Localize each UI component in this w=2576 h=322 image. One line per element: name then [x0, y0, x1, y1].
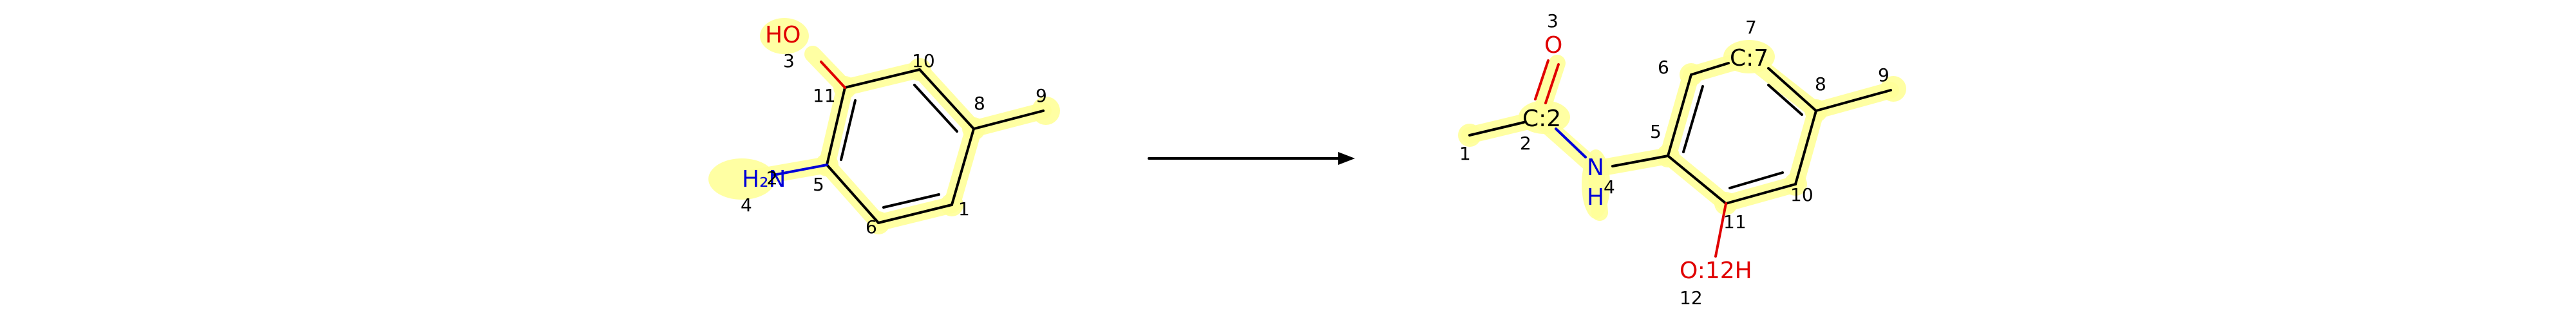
- product-atom-number-8: 8: [1815, 73, 1826, 95]
- reactant-atom-number-4: 4: [741, 194, 752, 216]
- reactant-atom-number-8: 8: [974, 93, 985, 114]
- product-atom-number-9: 9: [1878, 64, 1889, 86]
- reactant-hydroxyl-label: HO: [765, 22, 800, 48]
- product-atom-number-5: 5: [1650, 121, 1662, 142]
- product-carbonyl-oxygen-label: O: [1544, 32, 1562, 59]
- product-ring-carbon-7-label: C:7: [1730, 45, 1768, 71]
- product-bonds: [1468, 59, 1892, 258]
- product-amide-hydrogen-label: H: [1587, 184, 1604, 211]
- reactant-atom-number-2: 2: [766, 167, 778, 189]
- product-amide-nitrogen-label: N: [1587, 155, 1604, 181]
- product-atom-number-2: 2: [1520, 133, 1531, 154]
- product-atom-number-4: 4: [1604, 176, 1615, 198]
- reactant-atom-number-11: 11: [813, 85, 836, 106]
- product-atom-number-6: 6: [1658, 57, 1669, 78]
- reactant-amine-label: H₂N: [742, 166, 786, 193]
- reactant-atom-number-10: 10: [912, 50, 935, 71]
- product-atom-number-1: 1: [1459, 143, 1471, 164]
- product-atom-number-3: 3: [1547, 10, 1558, 32]
- product-molecule: O C:2 C:7 N H O:12H 3 7 6 8 9 5 2 1 4 11…: [1458, 10, 1906, 308]
- reactant-atom-number-5: 5: [813, 174, 824, 195]
- product-carbonyl-carbon-label: C:2: [1522, 106, 1561, 132]
- reactant-highlight: [708, 18, 1060, 234]
- reactant-atom-number-6: 6: [866, 216, 877, 238]
- reactant-atom-number-1: 1: [958, 198, 970, 220]
- product-atom-number-12: 12: [1680, 287, 1703, 308]
- reactant-molecule: HO H₂N 3 10 11 8 9 2 4 5 6 1: [708, 18, 1060, 238]
- reactant-bonds: [772, 61, 1045, 224]
- product-atom-number-11: 11: [1723, 211, 1747, 232]
- product-atom-number-10: 10: [1790, 184, 1814, 205]
- reactant-atom-number-3: 3: [783, 50, 795, 71]
- reactant-atom-number-9: 9: [1036, 85, 1047, 106]
- product-atom-number-7: 7: [1745, 17, 1757, 38]
- product-hydroxyl-label: O:12H: [1680, 258, 1752, 284]
- reaction-arrow: [1148, 152, 1355, 165]
